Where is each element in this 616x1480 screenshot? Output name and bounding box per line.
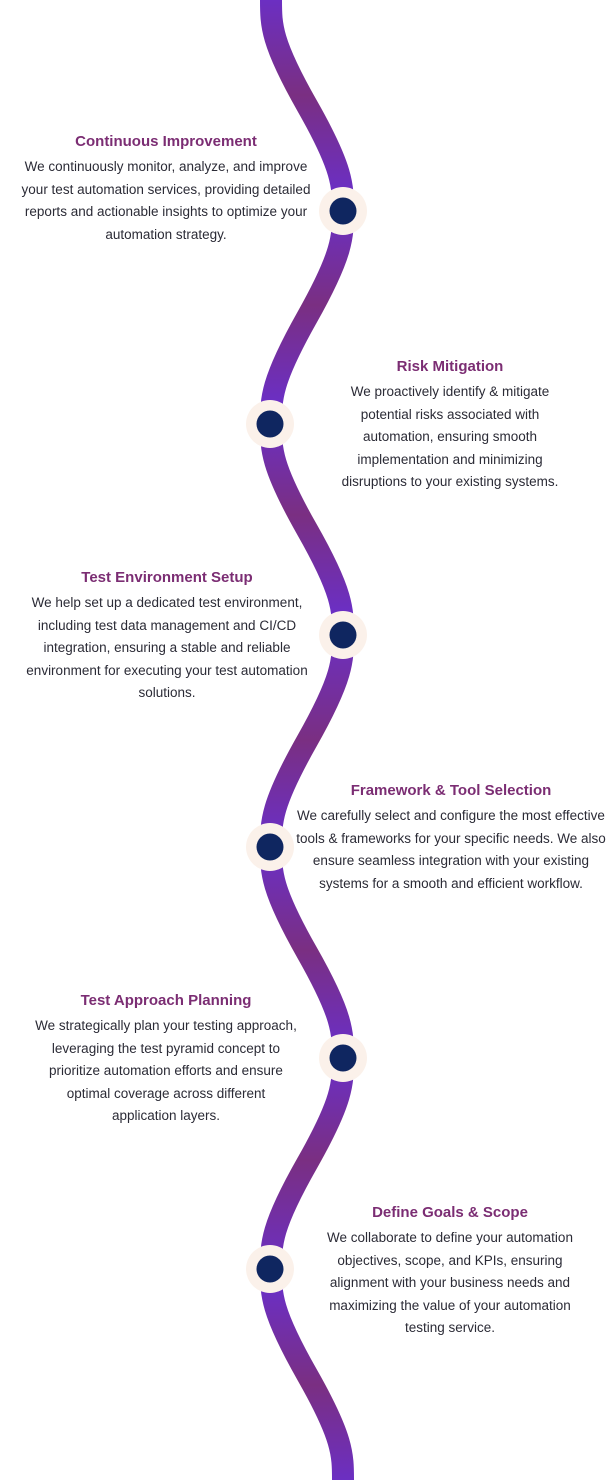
step-description: We proactively identify & mitigate poten…: [341, 384, 559, 489]
timeline-step-test-environment-setup: Test Environment Setup We help set up a …: [10, 568, 324, 705]
timeline-node-dot: [329, 197, 357, 225]
timeline-node-dot: [256, 833, 284, 861]
step-title: Test Approach Planning: [80, 992, 252, 1009]
timeline-node-dot: [329, 1044, 357, 1072]
timeline-node-dot: [256, 410, 284, 438]
step-title: Define Goals & Scope: [372, 1204, 528, 1221]
step-title: Test Environment Setup: [81, 569, 253, 586]
timeline-nodes: [246, 187, 367, 1293]
timeline-step-define-goals-scope: Define Goals & Scope We collaborate to d…: [308, 1203, 592, 1340]
step-description: We continuously monitor, analyze, and im…: [21, 159, 311, 242]
timeline-step-framework-tool-selection: Framework & Tool Selection We carefully …: [296, 781, 606, 895]
step-title: Continuous Improvement: [75, 133, 257, 150]
step-description: We carefully select and configure the mo…: [296, 808, 606, 891]
step-description: We strategically plan your testing appro…: [35, 1018, 297, 1123]
timeline-step-test-approach-planning: Test Approach Planning We strategically …: [34, 991, 298, 1128]
step-description: We help set up a dedicated test environm…: [26, 595, 308, 700]
step-title: Framework & Tool Selection: [350, 782, 552, 799]
timeline-step-continuous-improvement: Continuous Improvement We continuously m…: [18, 132, 314, 246]
step-description: We collaborate to define your automation…: [327, 1230, 573, 1335]
timeline-node-dot: [256, 1255, 284, 1283]
step-title: Risk Mitigation: [396, 358, 504, 375]
timeline-node-dot: [329, 621, 357, 649]
timeline-step-risk-mitigation: Risk Mitigation We proactively identify …: [326, 357, 574, 494]
